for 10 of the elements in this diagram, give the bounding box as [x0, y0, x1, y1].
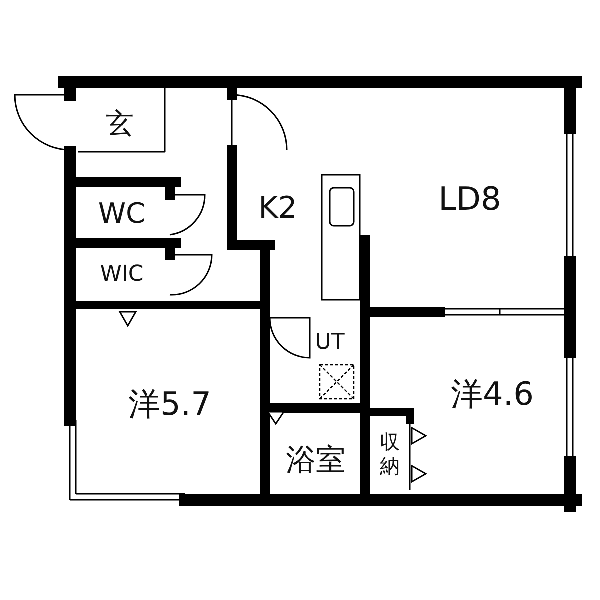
room-label: WC [98, 198, 146, 230]
room-label: 洋4.6 [451, 377, 534, 413]
room-label: WIC [100, 262, 144, 288]
room-label: 収納 [380, 430, 400, 478]
room-label: UT [315, 330, 345, 356]
room-label: 洋5.7 [128, 387, 212, 423]
room-label: 浴室 [286, 444, 346, 476]
room-label: K2 [258, 192, 298, 224]
room-label: 玄 [106, 108, 134, 140]
room-label: LD8 [438, 182, 502, 218]
